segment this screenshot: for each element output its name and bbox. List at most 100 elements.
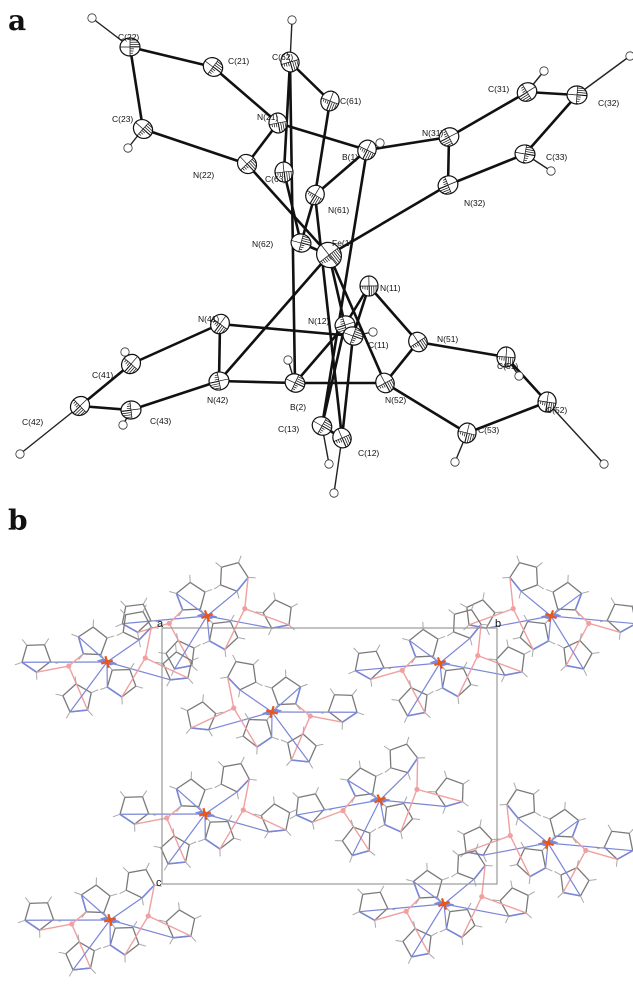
bond-c43-n42 — [129, 379, 221, 412]
molecule — [180, 654, 365, 769]
iron-atom — [545, 840, 551, 846]
atoms — [15, 13, 633, 498]
boron-atom — [340, 808, 346, 814]
atom-label-c63: C(63) — [265, 174, 286, 184]
atom-c52 — [537, 391, 557, 413]
ortep-diagram: a C(22) C(21) C(62) C(61) C(31) C(32) C(… — [8, 4, 633, 498]
hydrogen-atom — [324, 459, 334, 469]
bond-c21-n21 — [211, 65, 280, 125]
pyrazolyl-ring — [109, 926, 140, 956]
atom-label-c22: C(22) — [118, 32, 139, 42]
atom-label-c33: C(33) — [546, 152, 567, 162]
boron-atom — [510, 606, 516, 612]
bond-n51-c51 — [416, 340, 508, 359]
pyrazolyl-ring — [62, 683, 92, 713]
iron-atom — [441, 901, 447, 907]
atom-c43 — [120, 400, 142, 420]
bond-c33-n32 — [446, 152, 527, 187]
atom-n11 — [359, 275, 379, 297]
atom-n21 — [268, 112, 288, 134]
bond-n22-c23 — [141, 127, 249, 166]
atom-c53 — [457, 422, 477, 444]
atom-label-n21: N(21) — [257, 112, 278, 122]
molecule — [352, 843, 535, 964]
boron-atom — [142, 655, 148, 661]
bond-n11-n51 — [367, 284, 420, 344]
atom-n22 — [236, 153, 258, 175]
cell-axis-c-label: c — [156, 877, 162, 889]
pyrazolyl-ring — [412, 869, 443, 899]
hydrogen-atom — [514, 371, 524, 381]
iron-atom — [377, 797, 383, 803]
pyrazolyl-ring — [175, 778, 206, 808]
atom-c62 — [280, 51, 300, 73]
boron-atom — [583, 847, 589, 853]
hydrogen-atom — [283, 355, 293, 365]
atom-c23 — [132, 118, 154, 140]
atom-label-c53: C(53) — [478, 425, 499, 435]
atom-c63 — [274, 161, 294, 183]
bond-n22-fe1 — [245, 162, 331, 257]
cell-axis-b-label: b — [495, 618, 501, 630]
bond-c23-c22 — [128, 45, 145, 131]
cell-axis-a-label: a — [157, 618, 164, 630]
boron-atom — [479, 894, 485, 900]
atom-n31 — [438, 127, 460, 147]
boron-atom — [414, 786, 420, 792]
atom-n42 — [208, 371, 230, 391]
atom-c51 — [496, 346, 516, 368]
atom-n32 — [437, 175, 459, 195]
hydrogen-atom — [625, 51, 633, 61]
hydrogen-atom — [368, 327, 378, 337]
bond-n61-c61 — [313, 99, 332, 197]
hydrogen-atom — [599, 459, 609, 469]
atom-label-c23: C(23) — [112, 114, 133, 124]
iron-atom — [269, 709, 275, 715]
hydrogen-bond — [19, 405, 81, 455]
atom-label-n41: N(41) — [198, 314, 219, 324]
atom-label-c32: C(32) — [598, 98, 619, 108]
hydrogen-atom — [539, 66, 549, 76]
bond-c11-n41 — [218, 322, 355, 338]
pyrazolyl-ring — [506, 788, 536, 819]
molecules — [14, 555, 633, 977]
atom-b2 — [284, 373, 306, 393]
pyrazolyl-ring — [65, 941, 95, 971]
atom-label-c61: C(61) — [340, 96, 361, 106]
bond-b1-n31 — [365, 135, 451, 152]
atom-label-c51: C(51) — [497, 361, 518, 371]
atom-label-b1: B(1) — [342, 152, 358, 162]
panel-label-b: b — [8, 504, 28, 537]
atom-label-n42: N(42) — [207, 395, 228, 405]
pyrazolyl-ring — [549, 808, 580, 838]
bond-c22-c21 — [128, 45, 215, 69]
panel-label-a: a — [8, 4, 26, 37]
hydrogen-atom — [375, 138, 385, 148]
pyrazolyl-ring — [260, 803, 291, 833]
hydrogen-atom — [329, 488, 339, 498]
atom-fe1 — [316, 241, 342, 269]
pyrazolyl-ring — [287, 733, 317, 763]
hydrogen-bond — [576, 55, 631, 96]
pyrazolyl-ring — [204, 820, 235, 850]
atom-n62 — [290, 233, 312, 253]
pyrazolyl-ring — [606, 603, 633, 634]
atom-label-n31: N(31) — [422, 128, 443, 138]
hydrogen-atom — [15, 449, 25, 459]
boron-atom — [231, 705, 237, 711]
atom-label-b2: B(2) — [290, 402, 306, 412]
atom-label-c12: C(12) — [358, 448, 379, 458]
molecule — [115, 555, 298, 676]
molecule — [289, 736, 470, 863]
atom-label-n61: N(61) — [328, 205, 349, 215]
pyrazolyl-ring — [242, 718, 273, 748]
molecule — [14, 604, 199, 719]
iron-atom — [204, 613, 210, 619]
atom-label-c62: C(62) — [272, 52, 293, 62]
boron-atom — [69, 921, 75, 927]
bond-c52-c53 — [465, 400, 549, 435]
iron-atom — [202, 811, 208, 817]
pyrazolyl-ring — [509, 561, 539, 592]
pyrazolyl-ring — [186, 701, 217, 731]
atom-label-n62: N(62) — [252, 239, 273, 249]
